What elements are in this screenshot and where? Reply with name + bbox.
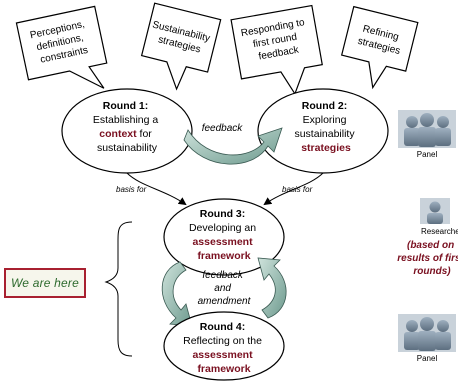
round-1-keyword: context <box>99 128 137 140</box>
we-are-here-box: We are here <box>4 268 86 298</box>
round-4-keyword1: assessment <box>192 349 253 361</box>
amendment-label: amendment <box>198 296 252 307</box>
round-3-keyword1: assessment <box>192 236 253 248</box>
researcher-note-line3: rounds) <box>413 266 451 277</box>
round-4-node: Round 4: Reflecting on the assessment fr… <box>163 311 285 381</box>
round-4-keyword2: framework <box>197 363 250 375</box>
panel-bottom-label: Panel <box>417 354 438 363</box>
round-2-title: Round 2: <box>302 100 348 112</box>
round-3-title: Round 3: <box>200 208 246 220</box>
round-1-node: Round 1: Establishing a context for sust… <box>61 88 193 174</box>
round-1-line2-tail: for <box>137 128 153 140</box>
round-2-line2: sustainability <box>294 128 355 140</box>
svg-text:(based on results of first: (based on results of first rounds) <box>397 240 458 277</box>
round-2-node: Round 2: Exploring sustainability strate… <box>257 88 389 174</box>
round-3-line1: Developing an <box>189 222 256 234</box>
round-1-title: Round 1: <box>103 100 149 112</box>
round-3-keyword2: framework <box>197 250 250 262</box>
round-1-line3: sustainability <box>97 142 158 154</box>
basis-left-label: basis for <box>116 185 147 194</box>
note-perceptions: Perceptions, definitions, constraints <box>15 5 108 89</box>
basis-arrows: basis for basis for <box>116 172 324 206</box>
feedback-top-label: feedback <box>202 123 244 134</box>
round-1-line1: Establishing a <box>93 114 159 126</box>
round-2-keyword: strategies <box>301 142 351 154</box>
feedback-cycle-arrows: feedback and amendment <box>161 257 287 327</box>
feedback-arrow-top: feedback <box>183 123 283 165</box>
note-refining-strategies: Refining strategies <box>340 5 419 90</box>
basis-right-label: basis for <box>282 185 313 194</box>
svg-text:Round 1: Establishing a: Round 1: Establishing a context for sust… <box>93 100 161 154</box>
round-3-node: Round 3: Developing an assessment framew… <box>163 198 285 276</box>
panel-bottom-icon <box>398 314 456 352</box>
panel-top-label: Panel <box>417 150 438 159</box>
round-4-line1: Reflecting on the <box>183 335 262 347</box>
svg-text:Round 4: Reflecting on t: Round 4: Reflecting on the assessment fr… <box>183 321 265 375</box>
round-2-line1: Exploring <box>303 114 347 126</box>
round-4-title: Round 4: <box>200 321 246 333</box>
panel-top-icon <box>398 110 456 148</box>
svg-text:feedback and amend: feedback and amendment <box>198 270 252 307</box>
we-are-here-label: We are here <box>10 276 79 290</box>
note-responding-feedback: Responding to first round feedback <box>230 4 323 96</box>
feedback-mid-label: feedback <box>202 270 244 281</box>
svg-text:Round 2: Exploring: Round 2: Exploring sustainability strate… <box>294 100 357 154</box>
researcher-icon <box>420 198 450 224</box>
researcher-note-line2: results of first <box>397 253 458 264</box>
svg-text:Round 3: Developing an: Round 3: Developing an assessment framew… <box>189 208 259 262</box>
researcher-label: Researche <box>421 227 458 236</box>
rounds-bracket <box>104 221 133 357</box>
and-label: and <box>214 283 231 294</box>
note-sustainability-strategies: Sustainability strategies <box>140 2 222 91</box>
researcher-note-line1: (based on <box>407 240 454 251</box>
